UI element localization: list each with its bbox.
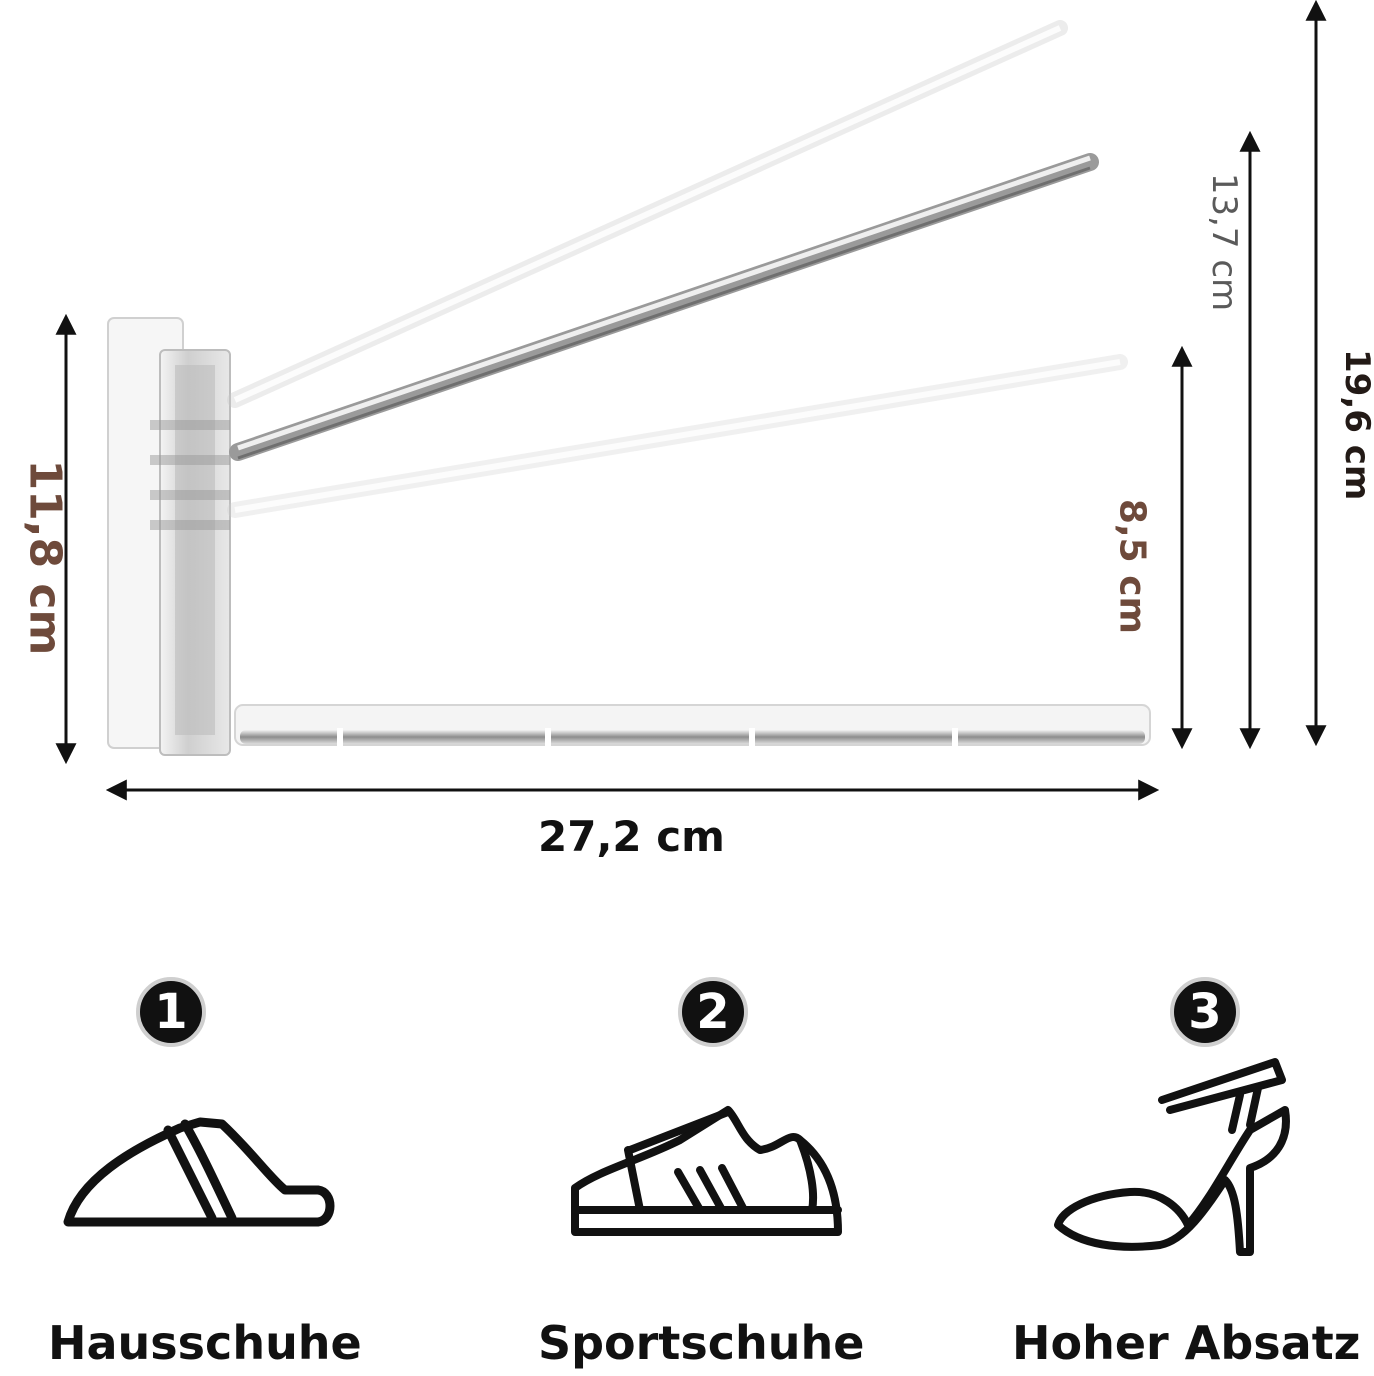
rod-position-mid — [229, 153, 1099, 461]
slipper-icon — [63, 1117, 335, 1227]
dim-label-width: 27,2 cm — [538, 812, 725, 861]
label-hausschuhe: Hausschuhe — [48, 1316, 362, 1370]
label-hoher-absatz: Hoher Absatz — [1012, 1316, 1361, 1370]
rod-position-high — [227, 20, 1068, 408]
base-rod — [234, 704, 1151, 746]
position-badge-3: 3 — [1170, 977, 1240, 1047]
dim-label-height-high: 19,6 cm — [1337, 349, 1374, 501]
high-heel-icon — [1054, 1058, 1290, 1256]
dim-label-height-mid: 13,7 cm — [1204, 172, 1244, 312]
rod-position-low — [227, 354, 1128, 518]
sneaker-icon — [571, 1106, 842, 1236]
dim-label-height-low: 8,5 cm — [1111, 498, 1153, 635]
label-sportschuhe: Sportschuhe — [538, 1316, 865, 1370]
position-badge-2: 2 — [678, 977, 748, 1047]
position-badge-1: 1 — [136, 977, 206, 1047]
wall-bracket — [107, 317, 231, 756]
dim-label-height-base: 11,8 cm — [19, 459, 71, 656]
